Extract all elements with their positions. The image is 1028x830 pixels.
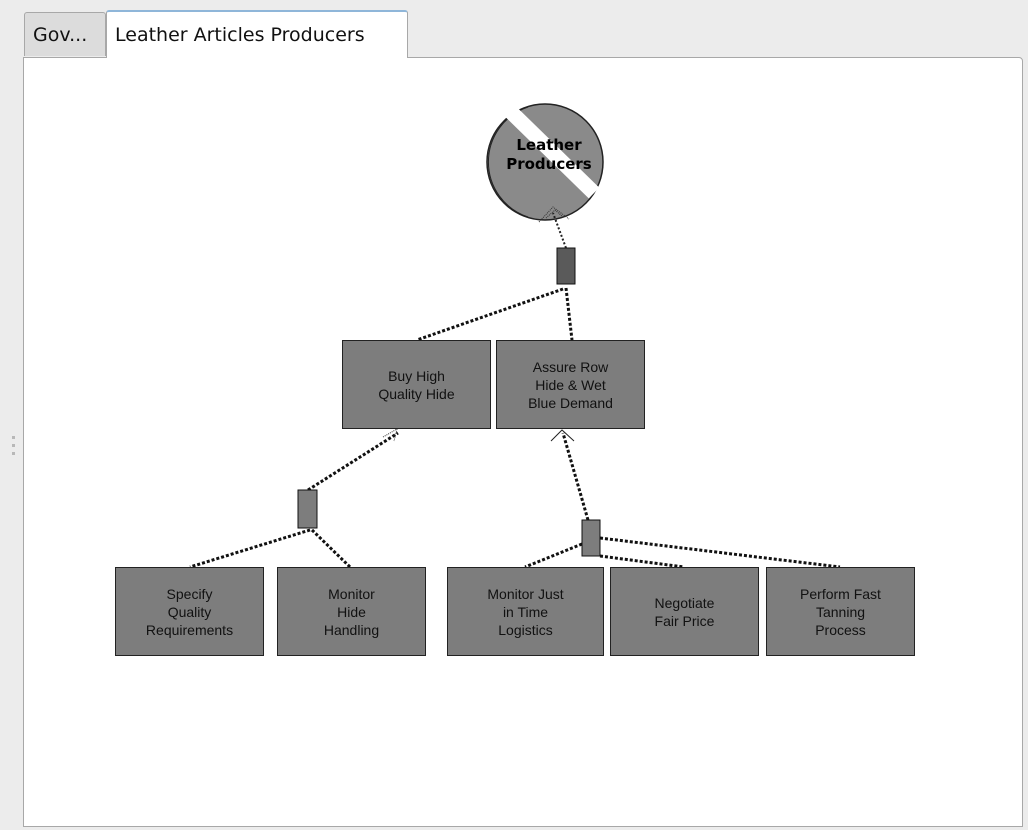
goal-perform-fast-tanning[interactable]: Perform Fast Tanning Process [766, 567, 915, 656]
arrowhead-actor [538, 206, 570, 223]
link-bar-buyhide [416, 287, 564, 342]
actor-label: Leather Producers [506, 136, 592, 173]
tab-leather-articles-producers[interactable]: Leather Articles Producers [106, 10, 408, 58]
goal-negotiate-fair-price[interactable]: Negotiate Fair Price [610, 567, 759, 656]
actor-stripe [505, 106, 600, 199]
tab-gov[interactable]: Gov... [24, 12, 106, 56]
goal-monitor-hide-handling[interactable]: Monitor Hide Handling [277, 567, 426, 656]
decomposition-bar-left [297, 489, 318, 529]
link-bar-assure [564, 287, 574, 341]
goal-assure-row-hide-demand[interactable]: Assure Row Hide & Wet Blue Demand [496, 340, 645, 429]
resize-grip-icon[interactable] [12, 436, 16, 460]
goal-monitor-jit-logistics[interactable]: Monitor Just in Time Logistics [447, 567, 604, 656]
link-leftbar-buyhide [307, 431, 399, 492]
link-rightbar-negotiate [599, 554, 685, 569]
goal-specify-quality-requirements[interactable]: Specify Quality Requirements [115, 567, 264, 656]
actor-node[interactable] [486, 103, 604, 221]
link-leftbar-specify [189, 528, 311, 569]
link-rightbar-monitorjit [524, 542, 583, 569]
decomposition-bar-right [581, 519, 601, 557]
tab-bar: Gov... Leather Articles Producers [0, 0, 1028, 58]
goal-buy-high-quality-hide[interactable]: Buy High Quality Hide [342, 340, 491, 429]
link-leftbar-monitor [310, 528, 352, 569]
link-rightbar-assure [561, 432, 590, 521]
link-rightbar-tanning [599, 536, 841, 569]
decomposition-bar-top [556, 247, 576, 285]
